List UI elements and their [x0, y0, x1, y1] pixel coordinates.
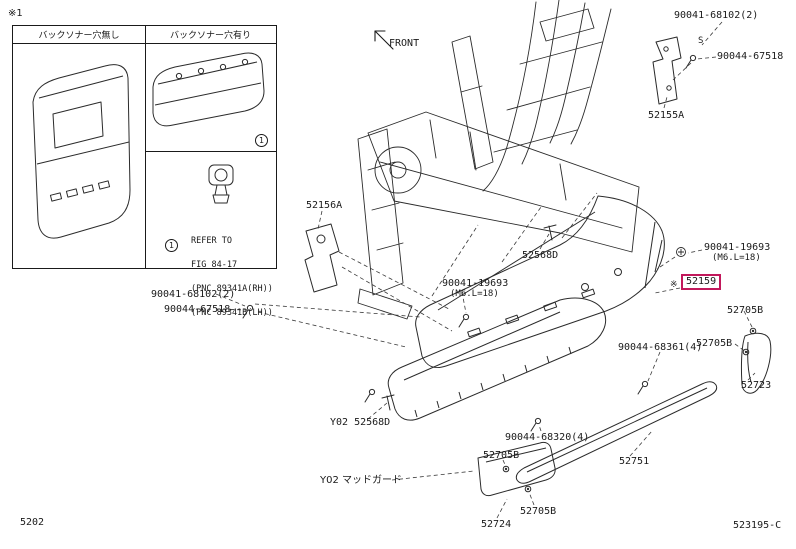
circled-1-marker: 1 — [165, 239, 178, 252]
bolt-icon — [458, 313, 470, 328]
circled-1-marker: 1 — [255, 134, 268, 147]
part-label-52705b-right-mid[interactable]: 52705B — [696, 338, 733, 349]
legend-panel-with-sonar-title: バックソナー穴有り — [145, 26, 276, 44]
part-label-52159-highlighted[interactable]: 52159 — [681, 274, 722, 290]
part-label-52156a[interactable]: 52156A — [306, 200, 343, 211]
part-label-52705b-bottom[interactable]: 52705B — [520, 506, 557, 517]
part-label-52705b-center[interactable]: 52705B — [483, 450, 520, 461]
refer-line-4: (PNC 89341B(LH)) — [191, 308, 273, 318]
body-structure — [357, 0, 640, 320]
rear-bumper-cover — [415, 195, 665, 369]
refer-line-1: REFER TO — [191, 236, 232, 246]
part-label-52723[interactable]: 52723 — [741, 380, 772, 391]
legend-panel-with-sonar: バックソナー穴有り 1 1 — [145, 26, 276, 318]
sensor-bracket-52156a — [304, 223, 340, 293]
part-label-90041-68102-left[interactable]: 90041-68102(2) — [151, 289, 236, 300]
bolt-icon — [637, 380, 649, 395]
part-label-52705b-right-upper[interactable]: 52705B — [727, 305, 764, 316]
bolt-icon — [242, 304, 254, 319]
part-label-90044-67518-left[interactable]: 90044-67518 — [164, 304, 231, 315]
part-label-90041-19693-right[interactable]: 90041-19693 — [704, 242, 771, 253]
part-label-y02-52568d[interactable]: Y02 52568D — [330, 417, 391, 428]
part-label-90041-19693-center[interactable]: 90041-19693 — [442, 278, 509, 289]
clip-icons — [381, 224, 757, 493]
variant-legend-box: バックソナー穴無し バックソナー穴有り — [12, 25, 277, 318]
part-label-90044-68320[interactable]: 90044-68320(4) — [505, 432, 590, 443]
fasteners — [242, 54, 697, 432]
part-label-90044-68361[interactable]: 90044-68361(4) — [618, 342, 703, 353]
part-label-y02-mudguard[interactable]: Y02 マッドガード — [320, 475, 403, 486]
fastener-marker-s: S — [698, 36, 704, 46]
leader-lines — [215, 21, 756, 519]
part-label-52155a[interactable]: 52155A — [648, 110, 685, 121]
refer-line-2: FIG 84-17 — [191, 260, 238, 270]
part-label-90041-68102-top[interactable]: 90041-68102(2) — [674, 10, 759, 21]
bolt-size-note-center: (M6.L=18) — [450, 289, 499, 299]
refer-line-3: (PNC 89341A(RH)) — [191, 284, 273, 294]
part-label-52751[interactable]: 52751 — [619, 456, 650, 467]
refer-note: REFER TO FIG 84-17 (PNC 89341A(RH)) (PNC… — [191, 235, 273, 319]
part-label-52724[interactable]: 52724 — [481, 519, 512, 530]
fig-code: 5202 — [20, 517, 45, 528]
back-sonar-sensor-illustration — [208, 164, 234, 204]
mud-guard — [477, 441, 556, 497]
note-marker: ※1 — [8, 8, 23, 19]
legend-panel-no-sonar: バックソナー穴無し — [13, 26, 146, 268]
part-label-52568d[interactable]: 52568D — [522, 250, 559, 261]
bumper-with-sonar-illustration — [152, 52, 265, 127]
bolt-icon — [530, 417, 542, 432]
variant-ref-marker: ※ — [670, 280, 678, 290]
lower-garnish-strip — [515, 381, 718, 484]
bolt-icon — [364, 388, 376, 403]
bolt-head-marker — [676, 247, 686, 257]
legend-cell-sensor-note: 1 REFER TO FIG 84-17 (PNC 89341A(RH)) (P… — [145, 151, 276, 318]
part-label-90044-67518-top[interactable]: 90044-67518 — [717, 51, 784, 62]
lower-bumper-piece — [387, 297, 607, 421]
bumper-no-sonar-illustration — [32, 64, 131, 239]
legend-panel-no-sonar-title: バックソナー穴無し — [13, 26, 145, 44]
front-label: FRONT — [389, 38, 420, 49]
bolt-icon — [685, 54, 697, 69]
bracket-52155a — [652, 36, 682, 105]
legend-cell-bumper-with-sonar: 1 — [145, 43, 276, 152]
front-arrow-icon — [374, 30, 394, 50]
sheet-code: 523195-C — [733, 520, 782, 531]
bolt-size-note-right: (M6.L=18) — [712, 253, 761, 263]
side-spacer-right — [740, 332, 772, 394]
